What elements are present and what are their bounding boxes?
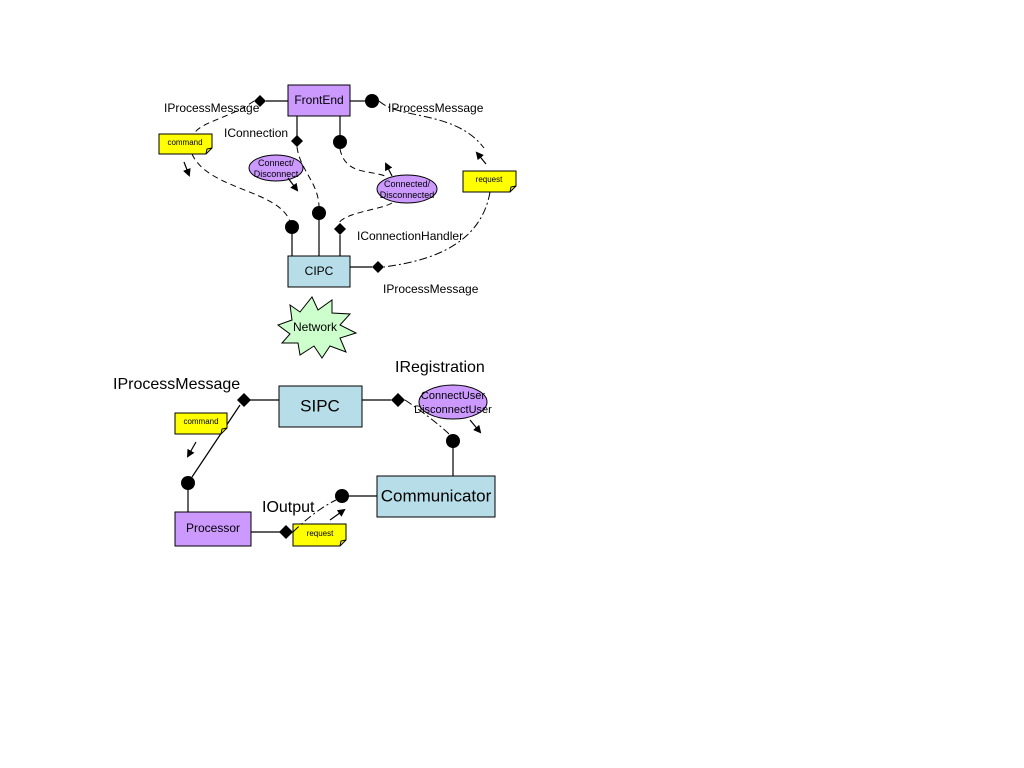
connected-ellipse-line2: Disconnected <box>380 190 435 200</box>
processor-top-ball <box>181 476 195 490</box>
frontend-bottom-diamond <box>291 135 303 147</box>
conn-connected-cipc <box>337 202 393 225</box>
processor-right-diamond <box>279 525 293 539</box>
label-ioutput: IOutput <box>262 499 315 516</box>
connected-disconnected-ellipse: Connected/ Disconnected <box>376 174 438 204</box>
request-note-bottom: request <box>292 523 347 547</box>
sipc-label: SIPC <box>300 396 340 415</box>
label-iprocessmessage-right: IProcessMessage <box>388 101 484 115</box>
cipc-top-mid-ball <box>312 206 326 220</box>
command-note-top: command <box>158 133 213 155</box>
conn-sipc-communicator <box>404 399 450 435</box>
connect-ellipse-line1: Connect/ <box>258 158 295 168</box>
label-iprocessmessage-bottom-diagram: IProcessMessage <box>113 376 240 393</box>
conn-frontend-command <box>193 100 255 135</box>
label-iregistration: IRegistration <box>395 359 485 376</box>
network-starburst: Network <box>276 296 358 359</box>
request-top-arrow <box>475 151 487 165</box>
conn-command-cipc <box>191 153 291 223</box>
sipc-right-diamond <box>391 393 405 407</box>
cipc-label: CIPC <box>305 264 334 278</box>
cipc-right-diamond <box>372 261 384 273</box>
label-iconnection: IConnection <box>224 126 288 140</box>
connectuser-line2: DisconnectUser <box>414 404 492 416</box>
processor-component[interactable]: Processor <box>174 511 252 547</box>
sipc-component[interactable]: SIPC <box>278 385 363 428</box>
frontend-component[interactable]: FrontEnd <box>287 84 351 117</box>
connect-ellipse-line2: Disconnect <box>254 169 299 179</box>
connectuser-ellipse: ConnectUser DisconnectUser <box>414 384 492 420</box>
communicator-top-ball <box>446 434 460 448</box>
connectuser-arrow <box>469 419 482 434</box>
command-top-arrow <box>183 161 191 177</box>
label-iconnectionhandler: IConnectionHandler <box>357 229 463 243</box>
conn-iconnection-cipc <box>296 146 320 207</box>
communicator-component[interactable]: Communicator <box>376 475 496 518</box>
frontend-right-ball <box>365 94 379 108</box>
frontend-bottom-ball <box>333 135 347 149</box>
request-bottom-arrow <box>329 508 346 521</box>
processor-label: Processor <box>186 521 240 535</box>
command-note-bottom-label: command <box>183 417 218 426</box>
frontend-label: FrontEnd <box>294 93 343 107</box>
connect-disconnect-ellipse: Connect/ Disconnect <box>248 154 304 182</box>
label-iprocessmessage-left: IProcessMessage <box>164 101 260 115</box>
communicator-label: Communicator <box>381 486 492 505</box>
conn-request-cipc <box>383 191 491 268</box>
label-iprocessmessage-bottom: IProcessMessage <box>383 282 479 296</box>
command-note-top-label: command <box>167 138 202 147</box>
network-label: Network <box>293 320 338 334</box>
command-bottom-arrow <box>187 441 197 458</box>
frontend-left-diamond <box>254 95 266 107</box>
cipc-component[interactable]: CIPC <box>287 255 351 288</box>
connected-ellipse-arrow <box>385 162 393 177</box>
conn-processor-communicator <box>292 499 337 533</box>
request-note-top-label: request <box>476 175 503 184</box>
cipc-top-right-diamond <box>334 223 346 235</box>
connectuser-line1: ConnectUser <box>421 390 486 402</box>
conn-frontend-request <box>378 100 485 149</box>
request-note-top: request <box>462 170 517 193</box>
cipc-top-left-ball <box>285 220 299 234</box>
connect-ellipse-arrow <box>287 177 299 192</box>
request-note-bottom-label: request <box>307 529 334 538</box>
command-note-bottom: command <box>174 412 228 435</box>
conn-frontend-connected <box>339 148 386 177</box>
sipc-left-diamond <box>237 393 251 407</box>
conn-sipc-processor <box>191 404 241 478</box>
connected-ellipse-line1: Connected/ <box>384 179 431 189</box>
communicator-left-ball <box>335 489 349 503</box>
